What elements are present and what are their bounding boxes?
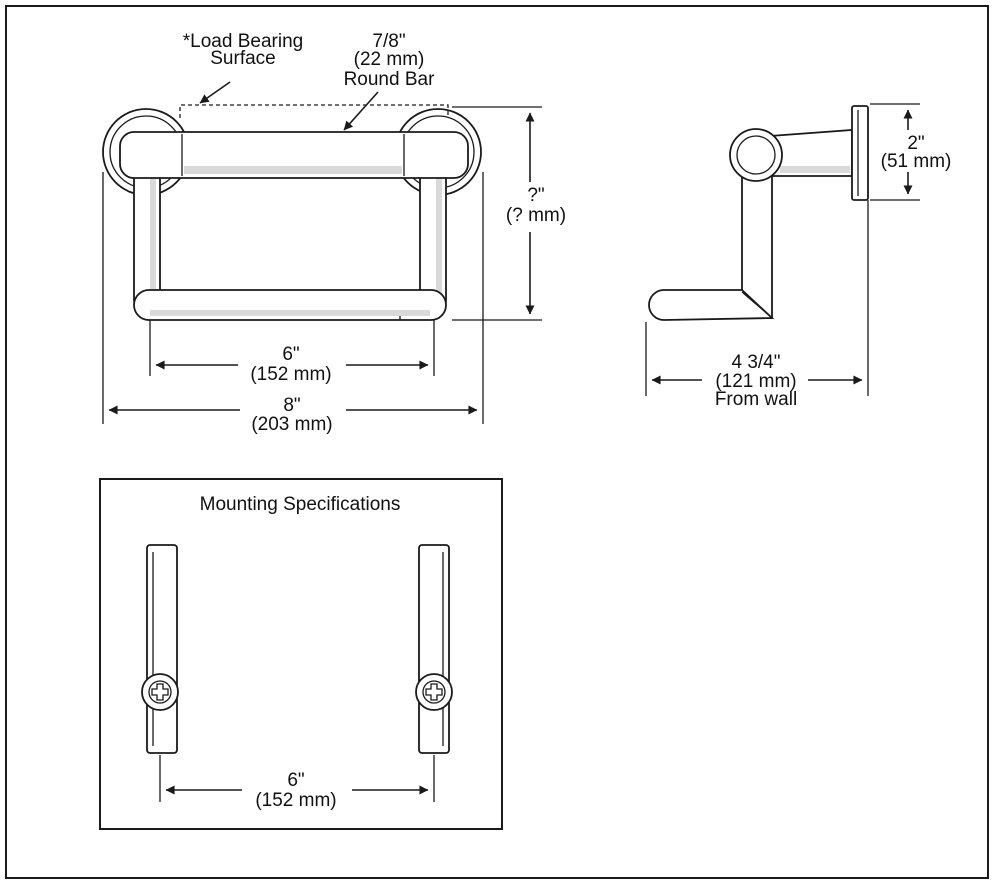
page-border <box>5 5 989 879</box>
mount-spacing-label-line2: (152 mm) <box>255 790 336 811</box>
mount-spacing-label-line1: 6" <box>287 770 304 791</box>
projection-label-line1: 4 3/4" <box>731 352 780 373</box>
right-mounting-bracket <box>415 544 453 754</box>
side-view <box>648 105 869 321</box>
round-bar-leader <box>343 91 379 131</box>
mounting-title: Mounting Specifications <box>200 494 401 515</box>
right-screw-icon <box>425 683 443 701</box>
load-bearing-label-line2: Surface <box>210 48 275 69</box>
mounting-panel <box>99 478 503 830</box>
flange-label-line1: 2" <box>907 133 924 154</box>
load-bearing-label-line1: *Load Bearing <box>183 31 303 52</box>
load-bearing-leader <box>199 81 231 104</box>
side-flange <box>851 105 869 201</box>
bar-size-label-line2: (22 mm) <box>354 49 425 70</box>
flange-label-line2: (51 mm) <box>881 151 952 172</box>
inner-width-label-line2: (152 mm) <box>250 364 331 385</box>
projection-label-line3: From wall <box>715 389 797 410</box>
inner-width-label-line1: 6" <box>282 344 299 365</box>
left-screw-icon <box>151 683 169 701</box>
height-label-line1: ?" <box>527 185 544 206</box>
bar-size-label-line1: 7/8" <box>372 31 405 52</box>
height-label-line2: (? mm) <box>506 205 566 226</box>
overall-width-label-line2: (203 mm) <box>251 414 332 435</box>
projection-label-line2: (121 mm) <box>715 371 796 392</box>
left-mounting-bracket <box>141 544 179 754</box>
round-bar-end <box>729 128 783 182</box>
bar-size-label-line3: Round Bar <box>344 69 436 90</box>
overall-width-label-line1: 8" <box>283 395 300 416</box>
front-view <box>102 104 482 321</box>
